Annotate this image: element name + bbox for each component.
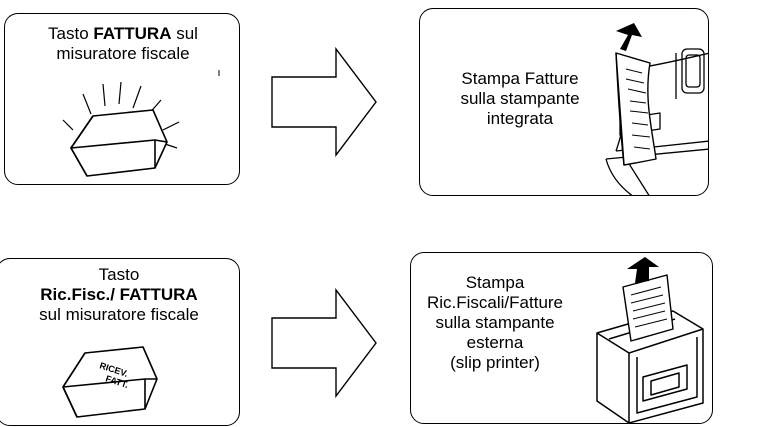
panel-fattura-key: Tasto FATTURA sul misuratore fiscale <box>4 13 240 185</box>
panel-slip-printer: Stampa Ric.Fiscali/Fatture sulla stampan… <box>410 252 713 424</box>
flow-arrow-icon-bottom <box>271 287 377 399</box>
label-ricfisc-fattura-bold: Ric.Fisc./ FATTURA <box>40 285 198 304</box>
label-esterna: esterna <box>466 333 524 352</box>
flow-arrow-icon-top <box>271 46 377 158</box>
panel-ricfisc-key: Tasto Ric.Fisc./ FATTURA sul misuratore … <box>0 258 240 426</box>
label-sulla-stampante: sulla stampante <box>460 89 580 108</box>
label-ricfiscali-fatture: Ric.Fiscali/Fatture <box>426 293 564 312</box>
panel-slip-printer-text: Stampa Ric.Fiscali/Fatture sulla stampan… <box>411 273 579 373</box>
label-sulla-stampante-2: sulla stampante <box>435 313 555 332</box>
panel-integrated-printer-text: Stampa Fatture sulla stampante integrata <box>420 69 620 129</box>
label-sul-misuratore-fiscale: sul misuratore fiscale <box>39 305 199 324</box>
label-tasto: Tasto <box>48 24 94 43</box>
label-stampa: Stampa <box>465 273 525 292</box>
panel-ricfisc-key-text: Tasto Ric.Fisc./ FATTURA sul misuratore … <box>0 265 239 325</box>
slip-printer-icon <box>596 257 704 423</box>
key-button-icon <box>62 70 220 177</box>
panel-fattura-key-text: Tasto FATTURA sul misuratore fiscale <box>5 24 239 64</box>
label-misuratore-fiscale: misuratore fiscale <box>56 44 190 63</box>
label-integrata: integrata <box>486 109 554 128</box>
label-fattura-bold: FATTURA <box>93 24 172 43</box>
label-stampa-fatture: Stampa Fatture <box>461 69 579 88</box>
label-slip-printer: (slip printer) <box>450 353 540 372</box>
ricev-fatt-key-icon: RICEV. FATT. <box>62 346 158 418</box>
label-tasto-2: Tasto <box>98 265 140 284</box>
integrated-printer-icon <box>605 23 708 195</box>
label-sul: sul <box>171 24 198 43</box>
panel-integrated-printer: Stampa Fatture sulla stampante integrata <box>419 8 709 196</box>
